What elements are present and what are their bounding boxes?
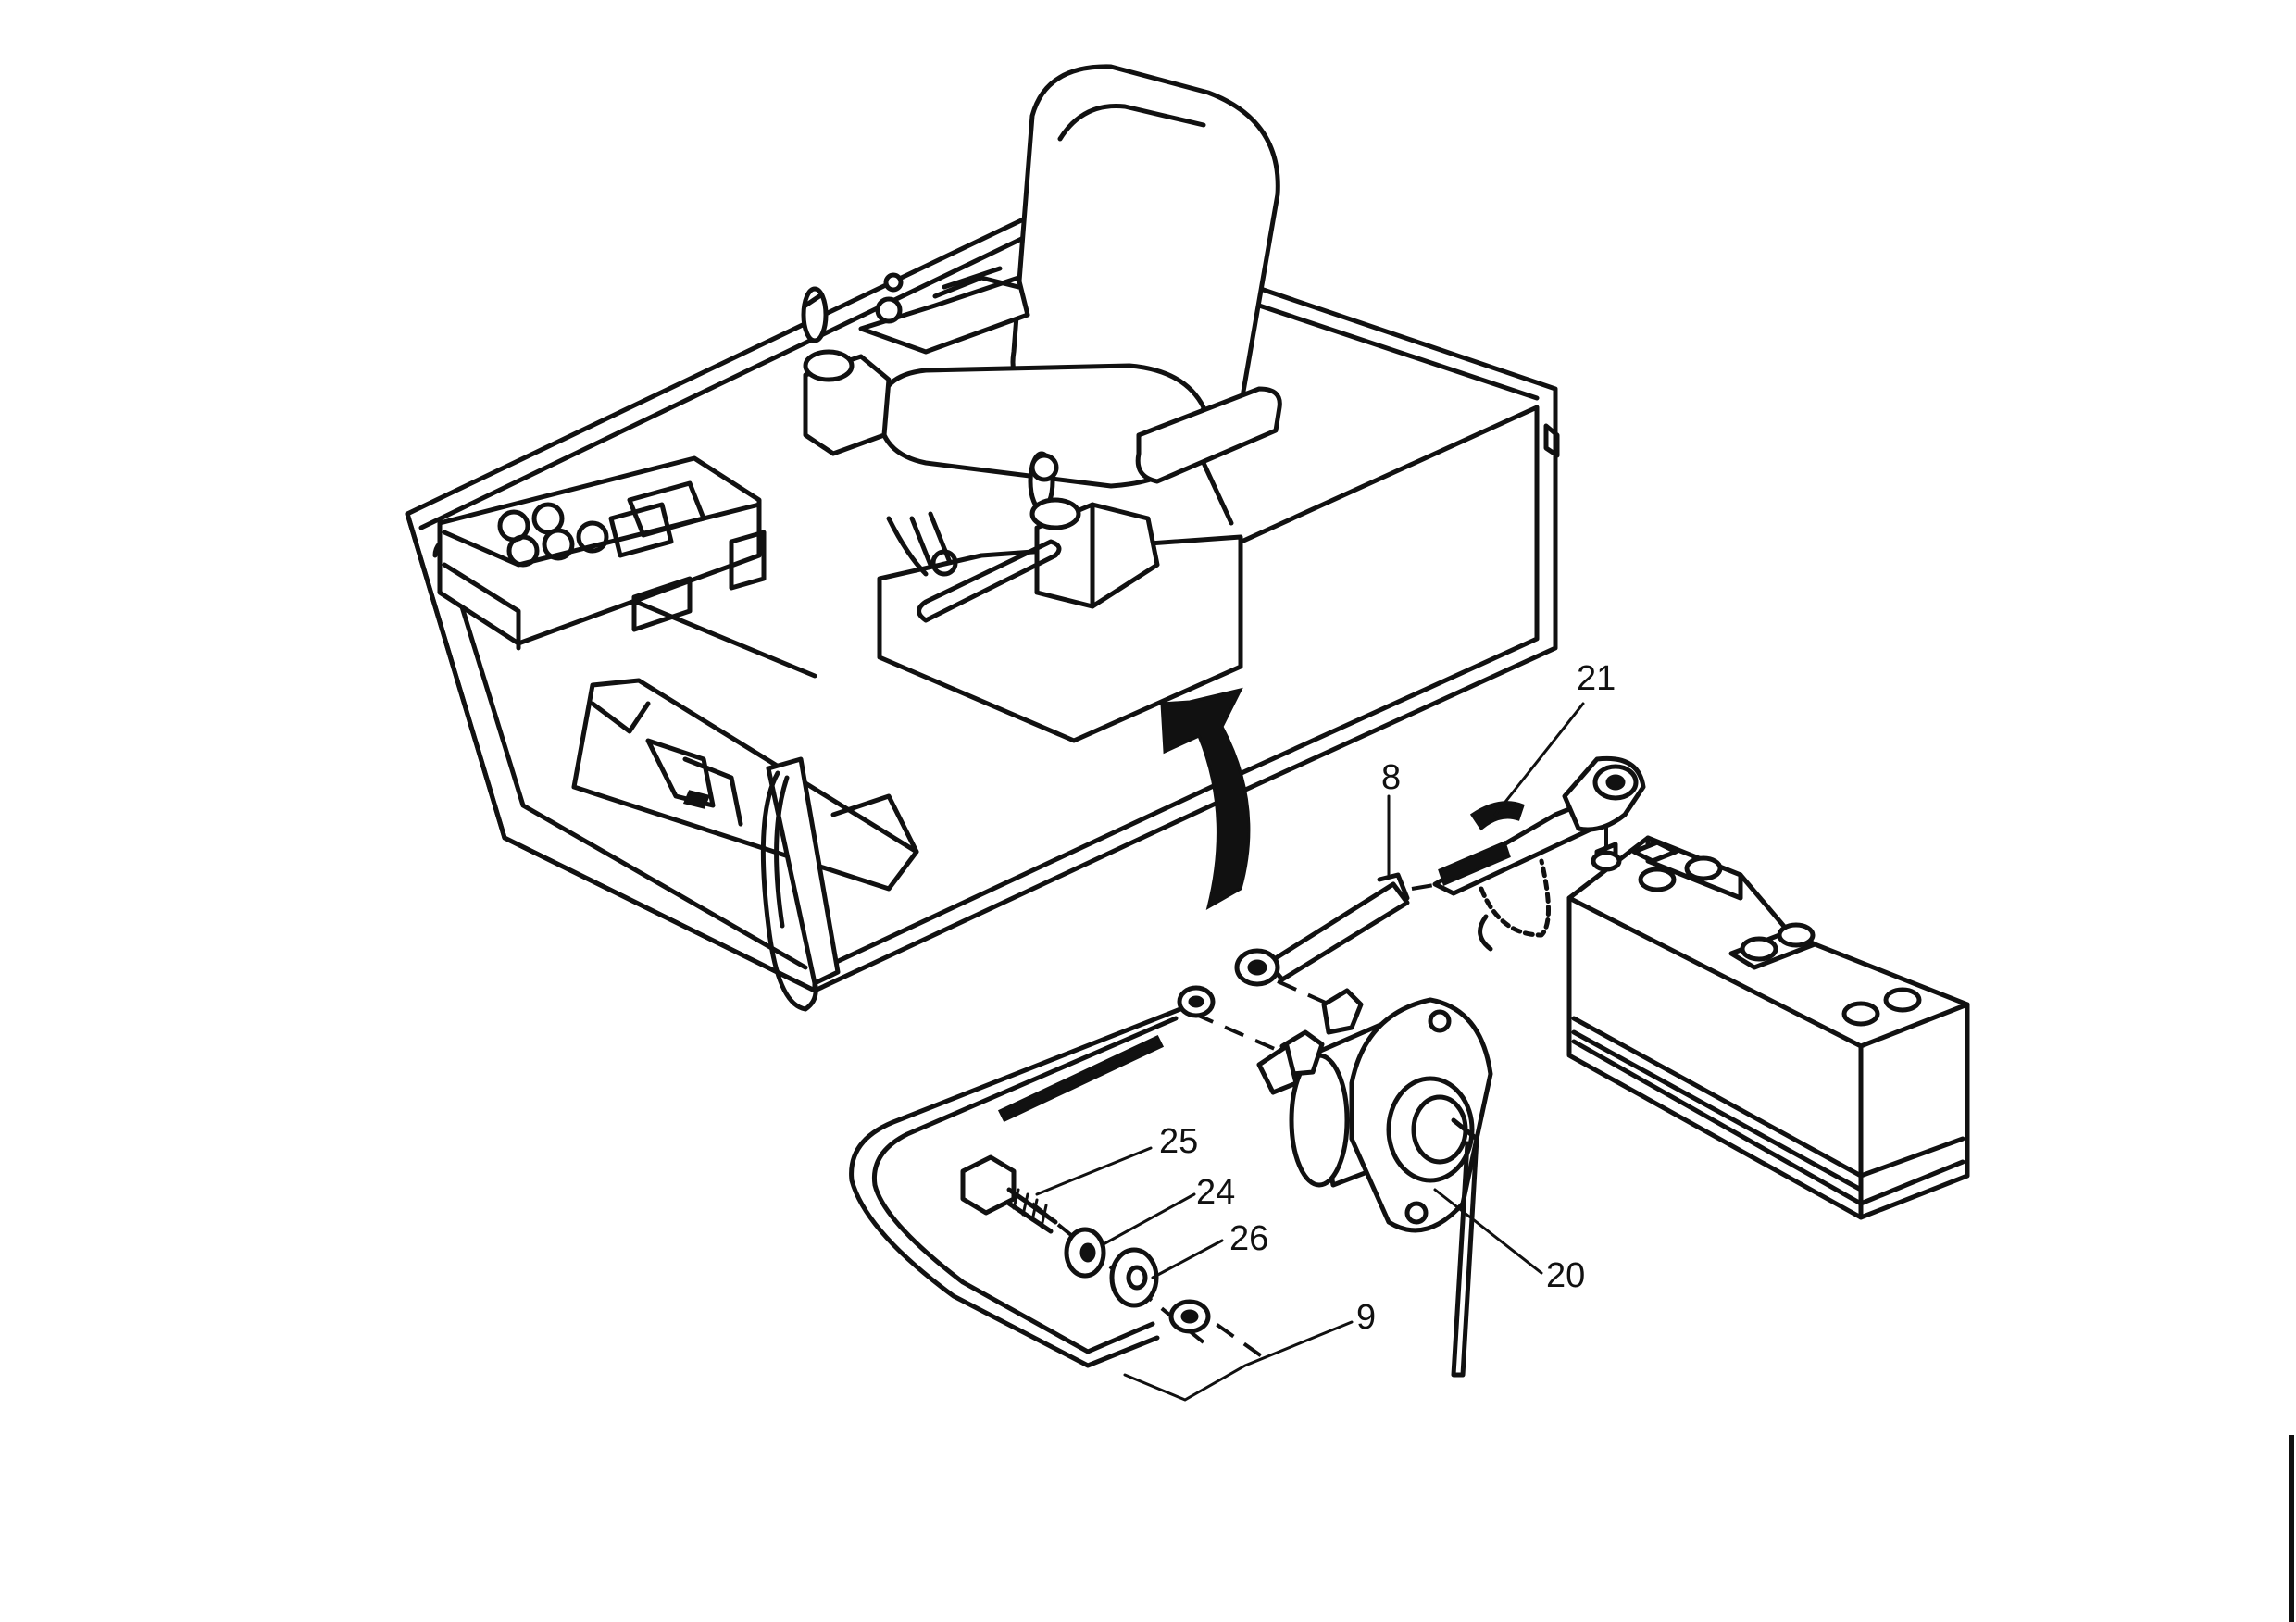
callout-9: 9: [1356, 1298, 1376, 1337]
foot-pedals: [571, 678, 919, 892]
battery-disconnect-switch-part-20: [1256, 988, 1493, 1378]
callout-24: 24: [1196, 1173, 1235, 1212]
callout-20: 20: [1546, 1256, 1585, 1295]
left-joystick-console: [801, 266, 1030, 456]
washer-part-26: [1109, 1247, 1159, 1308]
ground-cable-part-9: [849, 985, 1216, 1368]
access-step: [760, 756, 841, 1012]
callout-8: 8: [1381, 758, 1401, 797]
callout-26: 26: [1229, 1219, 1268, 1258]
left-control-console: [437, 455, 767, 651]
battery: [1566, 835, 1970, 1220]
callout-leaders: [1035, 702, 1585, 1402]
battery-cable-part-21: [1432, 755, 1646, 952]
direction-arrow-icon: [1160, 687, 1251, 911]
washer-part-24: [1064, 1227, 1106, 1279]
scan-marks: [2289, 1435, 2294, 1622]
battery-cable-part-8: [1234, 872, 1410, 987]
callout-25: 25: [1159, 1122, 1198, 1161]
operator-seat: [877, 64, 1282, 743]
callout-21: 21: [1577, 659, 1616, 698]
bolt-part-25: [960, 1154, 1058, 1234]
